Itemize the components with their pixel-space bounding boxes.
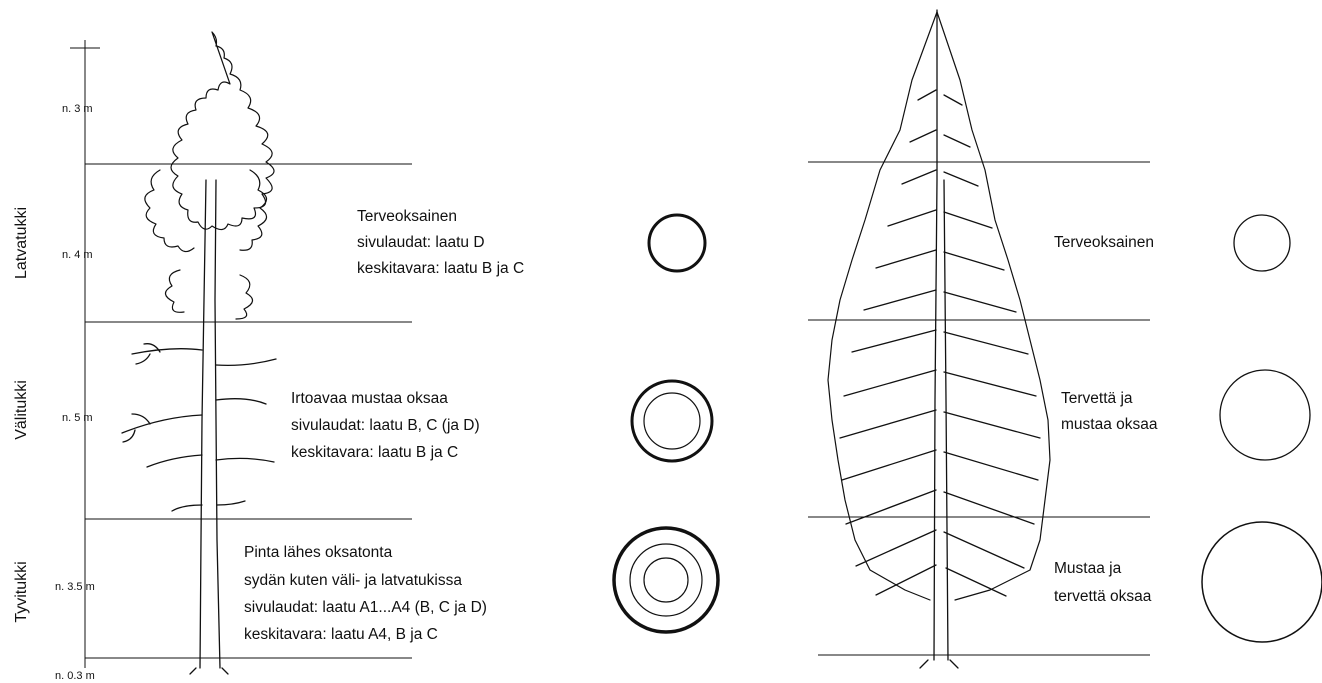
pine-latva-line-3: keskitavara: laatu B ja C: [357, 260, 524, 277]
pine-section-latva-text: Terveoksainen sivulaudat: laatu D keskit…: [357, 208, 524, 277]
spruce-tyvi-line-2: tervettä oksaa: [1054, 588, 1152, 605]
pine-cross-section-tyvi: [614, 528, 718, 632]
pine-latva-line-1: Terveoksainen: [357, 208, 457, 225]
spruce-tyvi-line-1: Mustaa ja: [1054, 560, 1122, 577]
section-label-latvatukki: Latvatukki: [13, 207, 30, 279]
pine-tyvi-line-4: keskitavara: laatu A4, B ja C: [244, 626, 438, 643]
length-label-stump: n. 0.3 m: [55, 670, 95, 682]
pine-tyvi-line-1: Pinta lähes oksatonta: [244, 544, 393, 561]
spruce-cross-section-tyvi: [1202, 522, 1322, 642]
length-label-vali: n. 5 m: [62, 412, 93, 424]
spruce-latva-line-1: Terveoksainen: [1054, 234, 1154, 251]
section-label-tyvitukki: Tyvitukki: [13, 561, 30, 622]
spruce-cross-section-latva: [1234, 215, 1290, 271]
pine-tyvi-line-2: sydän kuten väli- ja latvatukissa: [244, 572, 462, 589]
length-label-tyvi: n. 3.5 m: [55, 581, 95, 593]
pine-cross-section-vali: [632, 381, 712, 461]
spruce-tree-illustration: [828, 10, 1050, 668]
pine-vali-line-2: sivulaudat: laatu B, C (ja D): [291, 417, 480, 434]
pine-latva-line-2: sivulaudat: laatu D: [357, 234, 485, 251]
pine-tyvi-line-3: sivulaudat: laatu A1...A4 (B, C ja D): [244, 599, 487, 616]
pine-cross-section-latva: [649, 215, 705, 271]
section-label-valitukki: Välitukki: [13, 380, 30, 440]
length-label-latva: n. 4 m: [62, 249, 93, 261]
pine-vali-line-1: Irtoavaa mustaa oksaa: [291, 390, 448, 407]
spruce-cross-section-vali: [1220, 370, 1310, 460]
pine-vali-line-3: keskitavara: laatu B ja C: [291, 444, 458, 461]
pine-section-tyvi-text: Pinta lähes oksatonta sydän kuten väli- …: [244, 544, 487, 643]
pine-section-vali-text: Irtoavaa mustaa oksaa sivulaudat: laatu …: [291, 390, 480, 461]
length-label-top: n. 3 m: [62, 103, 93, 115]
spruce-vali-line-1: Tervettä ja: [1061, 390, 1133, 407]
spruce-vali-line-2: mustaa oksaa: [1061, 416, 1158, 433]
